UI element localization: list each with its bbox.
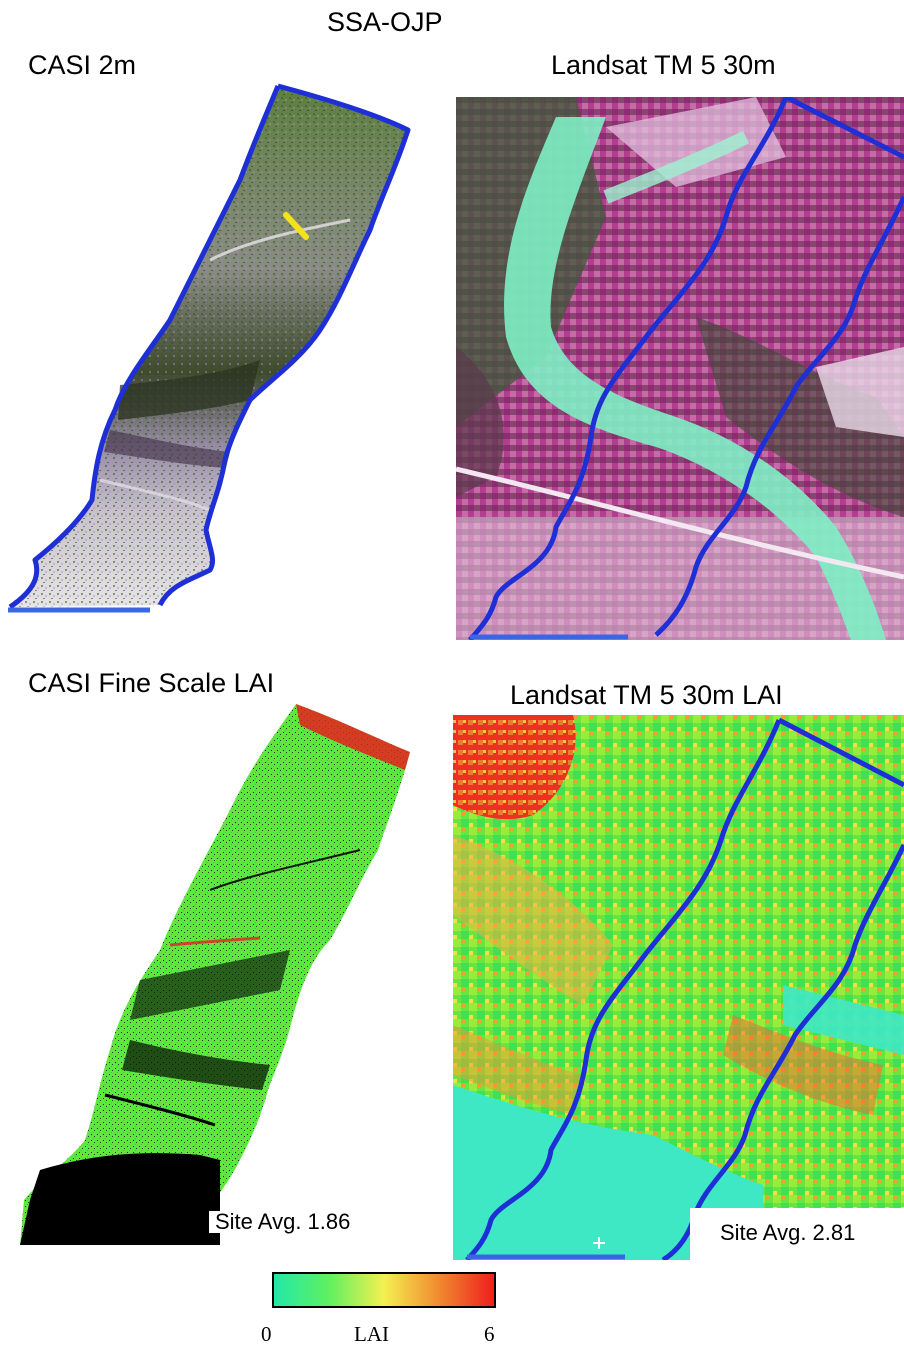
landsat-lai-label: Landsat TM 5 30m LAI (510, 680, 783, 710)
casi-lai-image (0, 700, 440, 1248)
landsat-site-average: Site Avg. 2.81 (690, 1208, 904, 1260)
landsat-rgb-image (456, 97, 904, 640)
legend-max-label: 6 (484, 1322, 495, 1346)
lai-colorbar (272, 1272, 496, 1308)
site-cross-marker (593, 1237, 605, 1249)
legend-title: LAI (354, 1322, 389, 1346)
casi-site-average: Site Avg. 1.86 (209, 1211, 357, 1233)
casi-rgb-label: CASI 2m (28, 50, 137, 80)
legend-min-label: 0 (261, 1322, 272, 1346)
flight-line-marker (283, 212, 309, 240)
casi-rgb-image (0, 80, 440, 630)
figure-title: SSA-OJP (327, 7, 443, 37)
landsat-rgb-label: Landsat TM 5 30m (551, 50, 776, 80)
landsat-lai-image (453, 715, 904, 1260)
casi-lai-label: CASI Fine Scale LAI (28, 668, 275, 698)
